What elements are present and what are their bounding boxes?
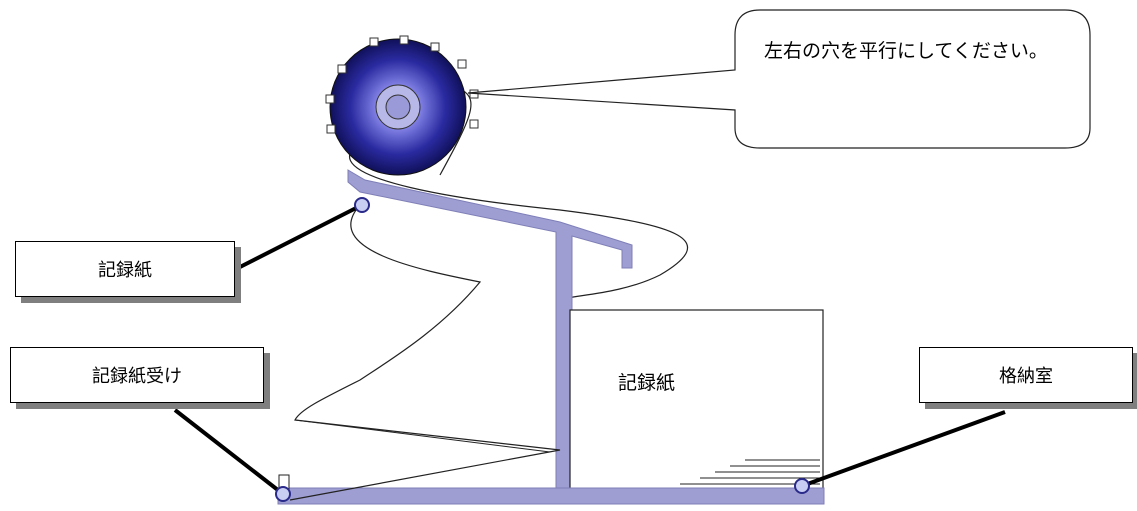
paper-curve-back bbox=[349, 149, 689, 301]
label-recording-paper-text: 記録紙 bbox=[98, 260, 152, 281]
label-paper-tray-text: 記録紙受け bbox=[92, 366, 182, 387]
folded-paper-edge bbox=[294, 419, 551, 453]
callout-bubble bbox=[467, 9, 1091, 149]
label-paper-tray: 記録紙受け bbox=[10, 347, 264, 403]
inner-paper-label: 記録紙 bbox=[618, 372, 676, 394]
roller bbox=[325, 35, 479, 176]
paper-guide bbox=[347, 169, 633, 501]
base-rail bbox=[277, 487, 825, 505]
label-storage-room: 格納室 bbox=[919, 347, 1133, 403]
pin-paper bbox=[354, 197, 370, 213]
paper-curve-right bbox=[439, 89, 472, 176]
stacked-paper-lines bbox=[680, 459, 820, 485]
pin-tray bbox=[275, 486, 291, 502]
label-storage-room-text: 格納室 bbox=[999, 366, 1053, 387]
leader-line-storage bbox=[801, 410, 1006, 488]
leader-line-tray bbox=[173, 408, 285, 496]
callout-text: 左右の穴を平行にしてください。 bbox=[764, 40, 1048, 62]
pin-storage bbox=[794, 478, 810, 494]
folded-paper bbox=[289, 204, 561, 501]
leader-line-paper bbox=[237, 203, 363, 270]
storage-box bbox=[569, 309, 824, 491]
label-recording-paper: 記録紙 bbox=[15, 241, 235, 297]
